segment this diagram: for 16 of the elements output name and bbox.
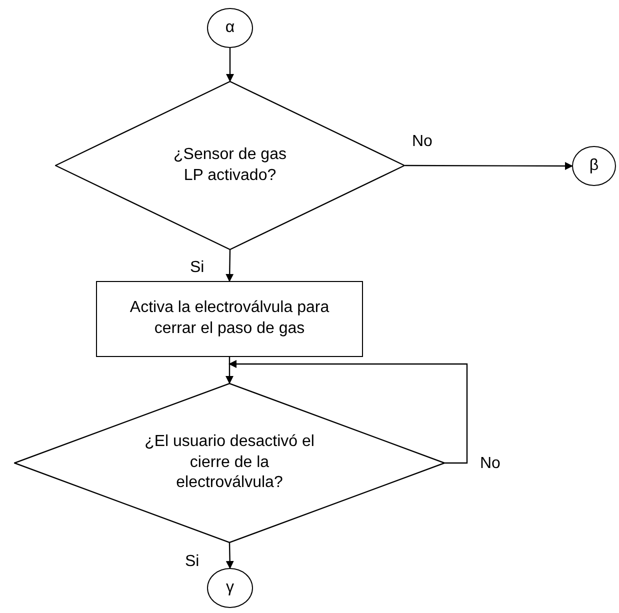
arrow [228,360,468,464]
connector-circle: β [572,146,616,186]
arrow [226,542,234,569]
process-box: Activa la electroválvula para cerrar el paso de gas [96,281,363,357]
arrow [226,48,234,82]
connector-circle: α [207,8,253,48]
arrow [405,162,573,170]
decision-diamond: ¿Sensor de gas LP activado? [55,81,405,250]
arrow [226,250,234,282]
edge-label: Si [190,258,204,278]
edge-label: Si [185,552,200,572]
edge-label: No [480,454,500,474]
edge-label: No [412,132,432,152]
decision-diamond: ¿El usuario desactivó el cierre de la electroválvula? [14,383,445,543]
arrow [226,357,234,384]
connector-circle: γ [207,568,253,608]
